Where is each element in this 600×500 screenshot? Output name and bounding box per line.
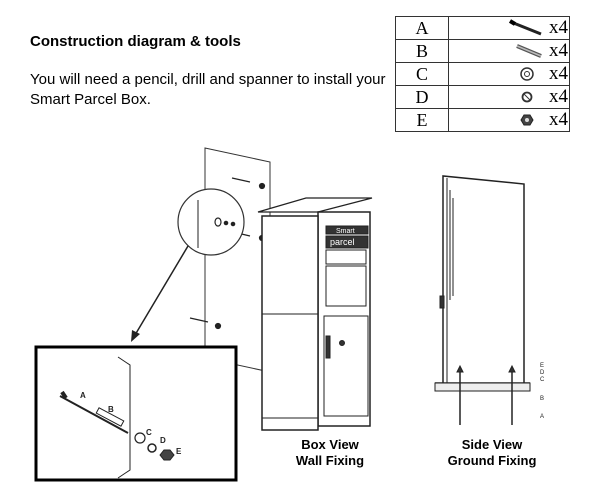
page-title: Construction diagram & tools	[30, 33, 241, 50]
side-view-caption: Side View Ground Fixing	[432, 437, 552, 469]
side-label-c: C	[540, 377, 545, 383]
spring-washer-icon	[521, 91, 533, 103]
washer-icon	[520, 67, 534, 81]
box-top	[257, 197, 373, 213]
parts-qty: x4	[549, 40, 568, 61]
parts-table: A x4 B x4 C x4 D x4 E x4	[395, 16, 570, 132]
door-handle	[325, 335, 331, 359]
zoom-content	[197, 200, 236, 248]
intro-text: You will need a pencil, drill and spanne…	[30, 71, 386, 108]
parts-qty: x4	[549, 86, 568, 107]
wall-plug-icon	[516, 44, 542, 58]
long-screw-icon	[508, 19, 542, 36]
detail-label-e: E	[176, 447, 182, 456]
box-view-title: Box View	[301, 437, 359, 452]
detail-box	[34, 345, 238, 482]
box-label-bottom: parcel	[330, 237, 355, 247]
parts-row-b: B x4	[395, 39, 570, 63]
parts-qty: x4	[549, 17, 568, 38]
zoom-arrow-head	[131, 330, 140, 342]
parcel-slot	[325, 249, 367, 265]
parts-row-c: C x4	[395, 62, 570, 86]
lower-door	[323, 315, 369, 417]
side-label-b: B	[540, 396, 544, 402]
box-label-top: Smart	[336, 228, 355, 235]
side-view	[434, 175, 531, 425]
detail-content	[59, 356, 175, 479]
box-badge-top	[325, 225, 369, 235]
parts-row-d: D x4	[395, 85, 570, 109]
parts-qty: x4	[549, 63, 568, 84]
parts-row-e: E x4	[395, 108, 570, 132]
side-label-e: E	[540, 363, 544, 369]
parts-letter: E	[395, 108, 449, 132]
zoom-arrow	[134, 245, 189, 336]
door-lock	[339, 340, 345, 346]
detail-label-b: B	[108, 405, 114, 414]
ground-slab	[434, 382, 531, 392]
detail-label-d: D	[160, 436, 166, 445]
parcel-box	[257, 197, 373, 431]
side-label-a: A	[540, 414, 544, 420]
detail-label-a: A	[80, 391, 86, 400]
side-view-subtitle: Ground Fixing	[447, 453, 537, 468]
parts-letter: D	[395, 85, 449, 109]
nut-icon	[520, 114, 534, 126]
side-label-d: D	[540, 370, 545, 376]
box-view-caption: Box View Wall Fixing	[270, 437, 390, 469]
detail-label-c: C	[146, 428, 152, 437]
wall-panel	[204, 147, 271, 373]
upper-compartment	[325, 265, 367, 307]
side-view-labels: E D C B A	[540, 363, 545, 420]
parts-letter: B	[395, 39, 449, 63]
box-front	[261, 215, 319, 431]
box-view-subtitle: Wall Fixing	[295, 453, 365, 468]
box-badge-bottom	[325, 235, 369, 249]
parts-qty: x4	[549, 109, 568, 130]
detail-labels: A B C D E	[80, 391, 182, 456]
zoom-circle	[177, 188, 245, 256]
parts-row-a: A x4	[395, 16, 570, 40]
side-view-title: Side View	[461, 437, 523, 452]
